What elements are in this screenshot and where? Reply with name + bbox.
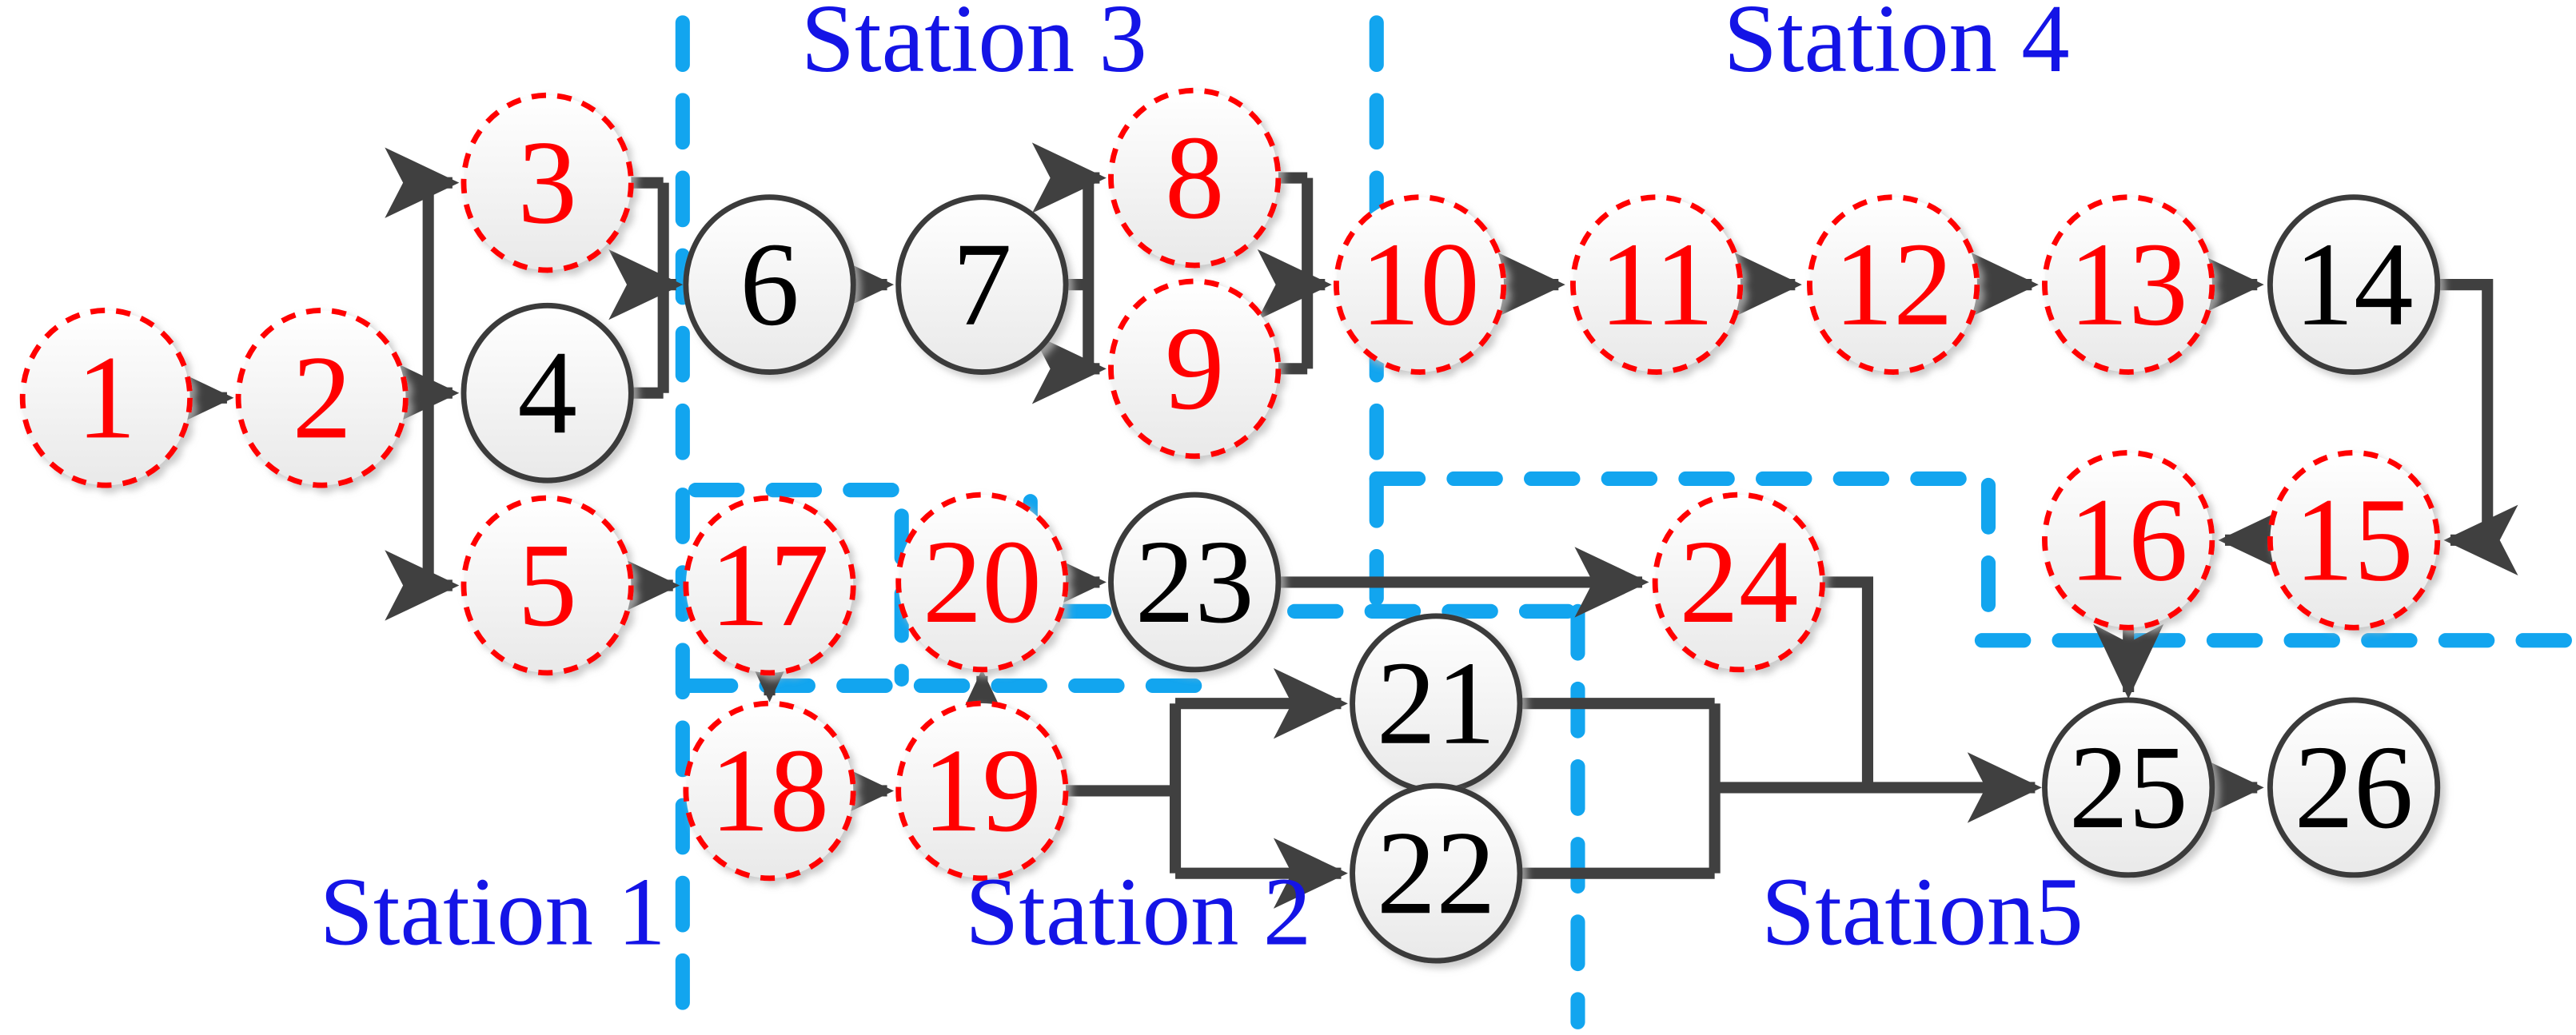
node-label-13: 13	[2069, 218, 2188, 350]
node-label-23: 23	[1135, 516, 1254, 648]
node-10[interactable]: 10	[1333, 194, 1507, 375]
station1-top-boundary	[688, 482, 909, 687]
node-circle-2	[235, 307, 409, 488]
edge-24-down	[1822, 576, 1873, 788]
node-label-22: 22	[1377, 807, 1496, 939]
node-13[interactable]: 13	[2042, 194, 2215, 375]
node-circle-15	[2267, 449, 2441, 631]
node-label-7: 7	[952, 218, 1012, 350]
node-circle-7	[895, 194, 1069, 375]
node-circle-3	[461, 92, 634, 273]
node-label-10: 10	[1361, 218, 1480, 350]
node-label-5: 5	[517, 519, 577, 651]
node-circle-4	[461, 302, 634, 484]
station4-bottom-boundary	[1369, 471, 1996, 648]
node-8[interactable]: 8	[1108, 87, 1282, 269]
node-11[interactable]: 11	[1570, 194, 1744, 375]
node-20[interactable]: 20	[895, 492, 1069, 673]
node-circle-8	[1108, 87, 1282, 269]
node-label-3: 3	[517, 117, 577, 249]
node-label-21: 21	[1377, 637, 1496, 769]
station-label-station4: Station 4	[1724, 0, 2070, 93]
node-circle-18	[683, 700, 856, 882]
node-label-18: 18	[710, 725, 829, 857]
node-circle-25	[2042, 697, 2215, 878]
node-label-19: 19	[923, 725, 1042, 857]
node-16[interactable]: 16	[2042, 449, 2215, 631]
node-circle-5	[461, 495, 634, 676]
node-24[interactable]: 24	[1652, 492, 1825, 673]
node-label-14: 14	[2295, 218, 2414, 350]
node-circle-22	[1350, 782, 1523, 964]
node-circle-26	[2267, 697, 2441, 878]
node-label-17: 17	[710, 519, 829, 651]
node-label-6: 6	[740, 218, 800, 350]
node-label-11: 11	[1599, 218, 1713, 350]
station-label-station2: Station 2	[965, 858, 1311, 965]
node-12[interactable]: 12	[1807, 194, 1980, 375]
node-label-4: 4	[517, 327, 577, 459]
station-label-station3: Station 3	[801, 0, 1147, 93]
node-23[interactable]: 23	[1108, 492, 1282, 673]
node-circle-17	[683, 495, 856, 676]
node-circle-12	[1807, 194, 1980, 375]
node-circle-1	[19, 307, 193, 488]
node-label-15: 15	[2295, 474, 2414, 606]
node-label-26: 26	[2295, 722, 2414, 854]
node-label-2: 2	[292, 332, 352, 464]
node-circle-14	[2267, 194, 2441, 375]
node-5[interactable]: 5	[461, 495, 634, 676]
edge-14-15	[2437, 279, 2518, 576]
node-9[interactable]: 9	[1108, 278, 1282, 460]
node-circle-16	[2042, 449, 2215, 631]
station-labels-layer: Station 1 Station 2 Station 3 Station 4 Stat…	[320, 0, 2084, 966]
node-15[interactable]: 15	[2267, 449, 2441, 631]
node-2[interactable]: 2	[235, 307, 409, 488]
node-17[interactable]: 17	[683, 495, 856, 676]
station-label-station5: Station5	[1761, 858, 2084, 965]
node-circle-11	[1570, 194, 1744, 375]
node-21[interactable]: 21	[1350, 613, 1523, 794]
node-circle-13	[2042, 194, 2215, 375]
node-label-1: 1	[77, 332, 137, 464]
node-label-24: 24	[1679, 516, 1798, 648]
node-4[interactable]: 4	[461, 302, 634, 484]
node-7[interactable]: 7	[895, 194, 1069, 375]
node-label-25: 25	[2069, 722, 2188, 854]
node-circle-19	[895, 700, 1069, 882]
node-26[interactable]: 26	[2267, 697, 2441, 878]
node-label-20: 20	[923, 516, 1042, 648]
node-25[interactable]: 25	[2042, 697, 2215, 878]
node-22[interactable]: 22	[1350, 782, 1523, 964]
node-label-9: 9	[1165, 303, 1225, 435]
node-circle-20	[895, 492, 1069, 673]
node-1[interactable]: 1	[19, 307, 193, 488]
node-18[interactable]: 18	[683, 700, 856, 882]
node-3[interactable]: 3	[461, 92, 634, 273]
station-label-station1: Station 1	[320, 858, 666, 965]
node-circle-23	[1108, 492, 1282, 673]
edges-layer	[159, 142, 2518, 909]
node-label-8: 8	[1165, 112, 1225, 244]
node-label-16: 16	[2069, 474, 2188, 606]
node-circle-6	[683, 194, 856, 375]
node-circle-24	[1652, 492, 1825, 673]
node-19[interactable]: 19	[895, 700, 1069, 882]
node-label-12: 12	[1834, 218, 1953, 350]
node-circle-9	[1108, 278, 1282, 460]
node-14[interactable]: 14	[2267, 194, 2441, 375]
node-circle-10	[1333, 194, 1507, 375]
node-6[interactable]: 6	[683, 194, 856, 375]
